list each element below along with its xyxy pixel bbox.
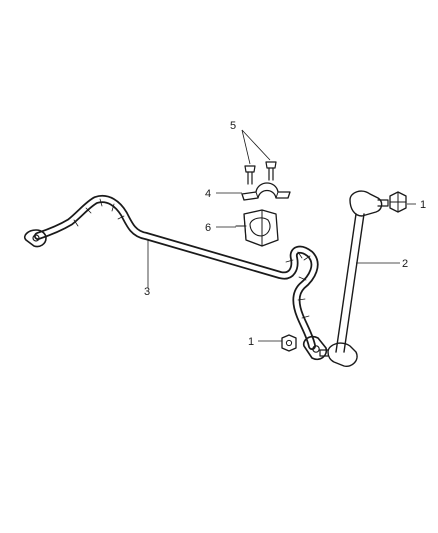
bolts	[244, 161, 277, 185]
leader-lines	[147, 129, 416, 342]
callout-4: 4	[205, 188, 211, 200]
callout-5: 5	[230, 120, 236, 132]
stabilizer-link	[319, 190, 389, 367]
callout-2: 2	[402, 258, 408, 270]
bushing-bracket	[241, 182, 291, 201]
bolt-right	[265, 161, 277, 181]
callout-6: 6	[205, 222, 211, 234]
callout-1-right: 1	[420, 199, 426, 211]
callout-3: 3	[144, 286, 150, 298]
callout-1-left: 1	[248, 336, 254, 348]
bushing	[235, 209, 279, 247]
nut-left	[281, 334, 297, 352]
bolt-left	[244, 165, 256, 185]
nut-right	[389, 191, 407, 213]
stabilizer-bar	[23, 195, 328, 361]
